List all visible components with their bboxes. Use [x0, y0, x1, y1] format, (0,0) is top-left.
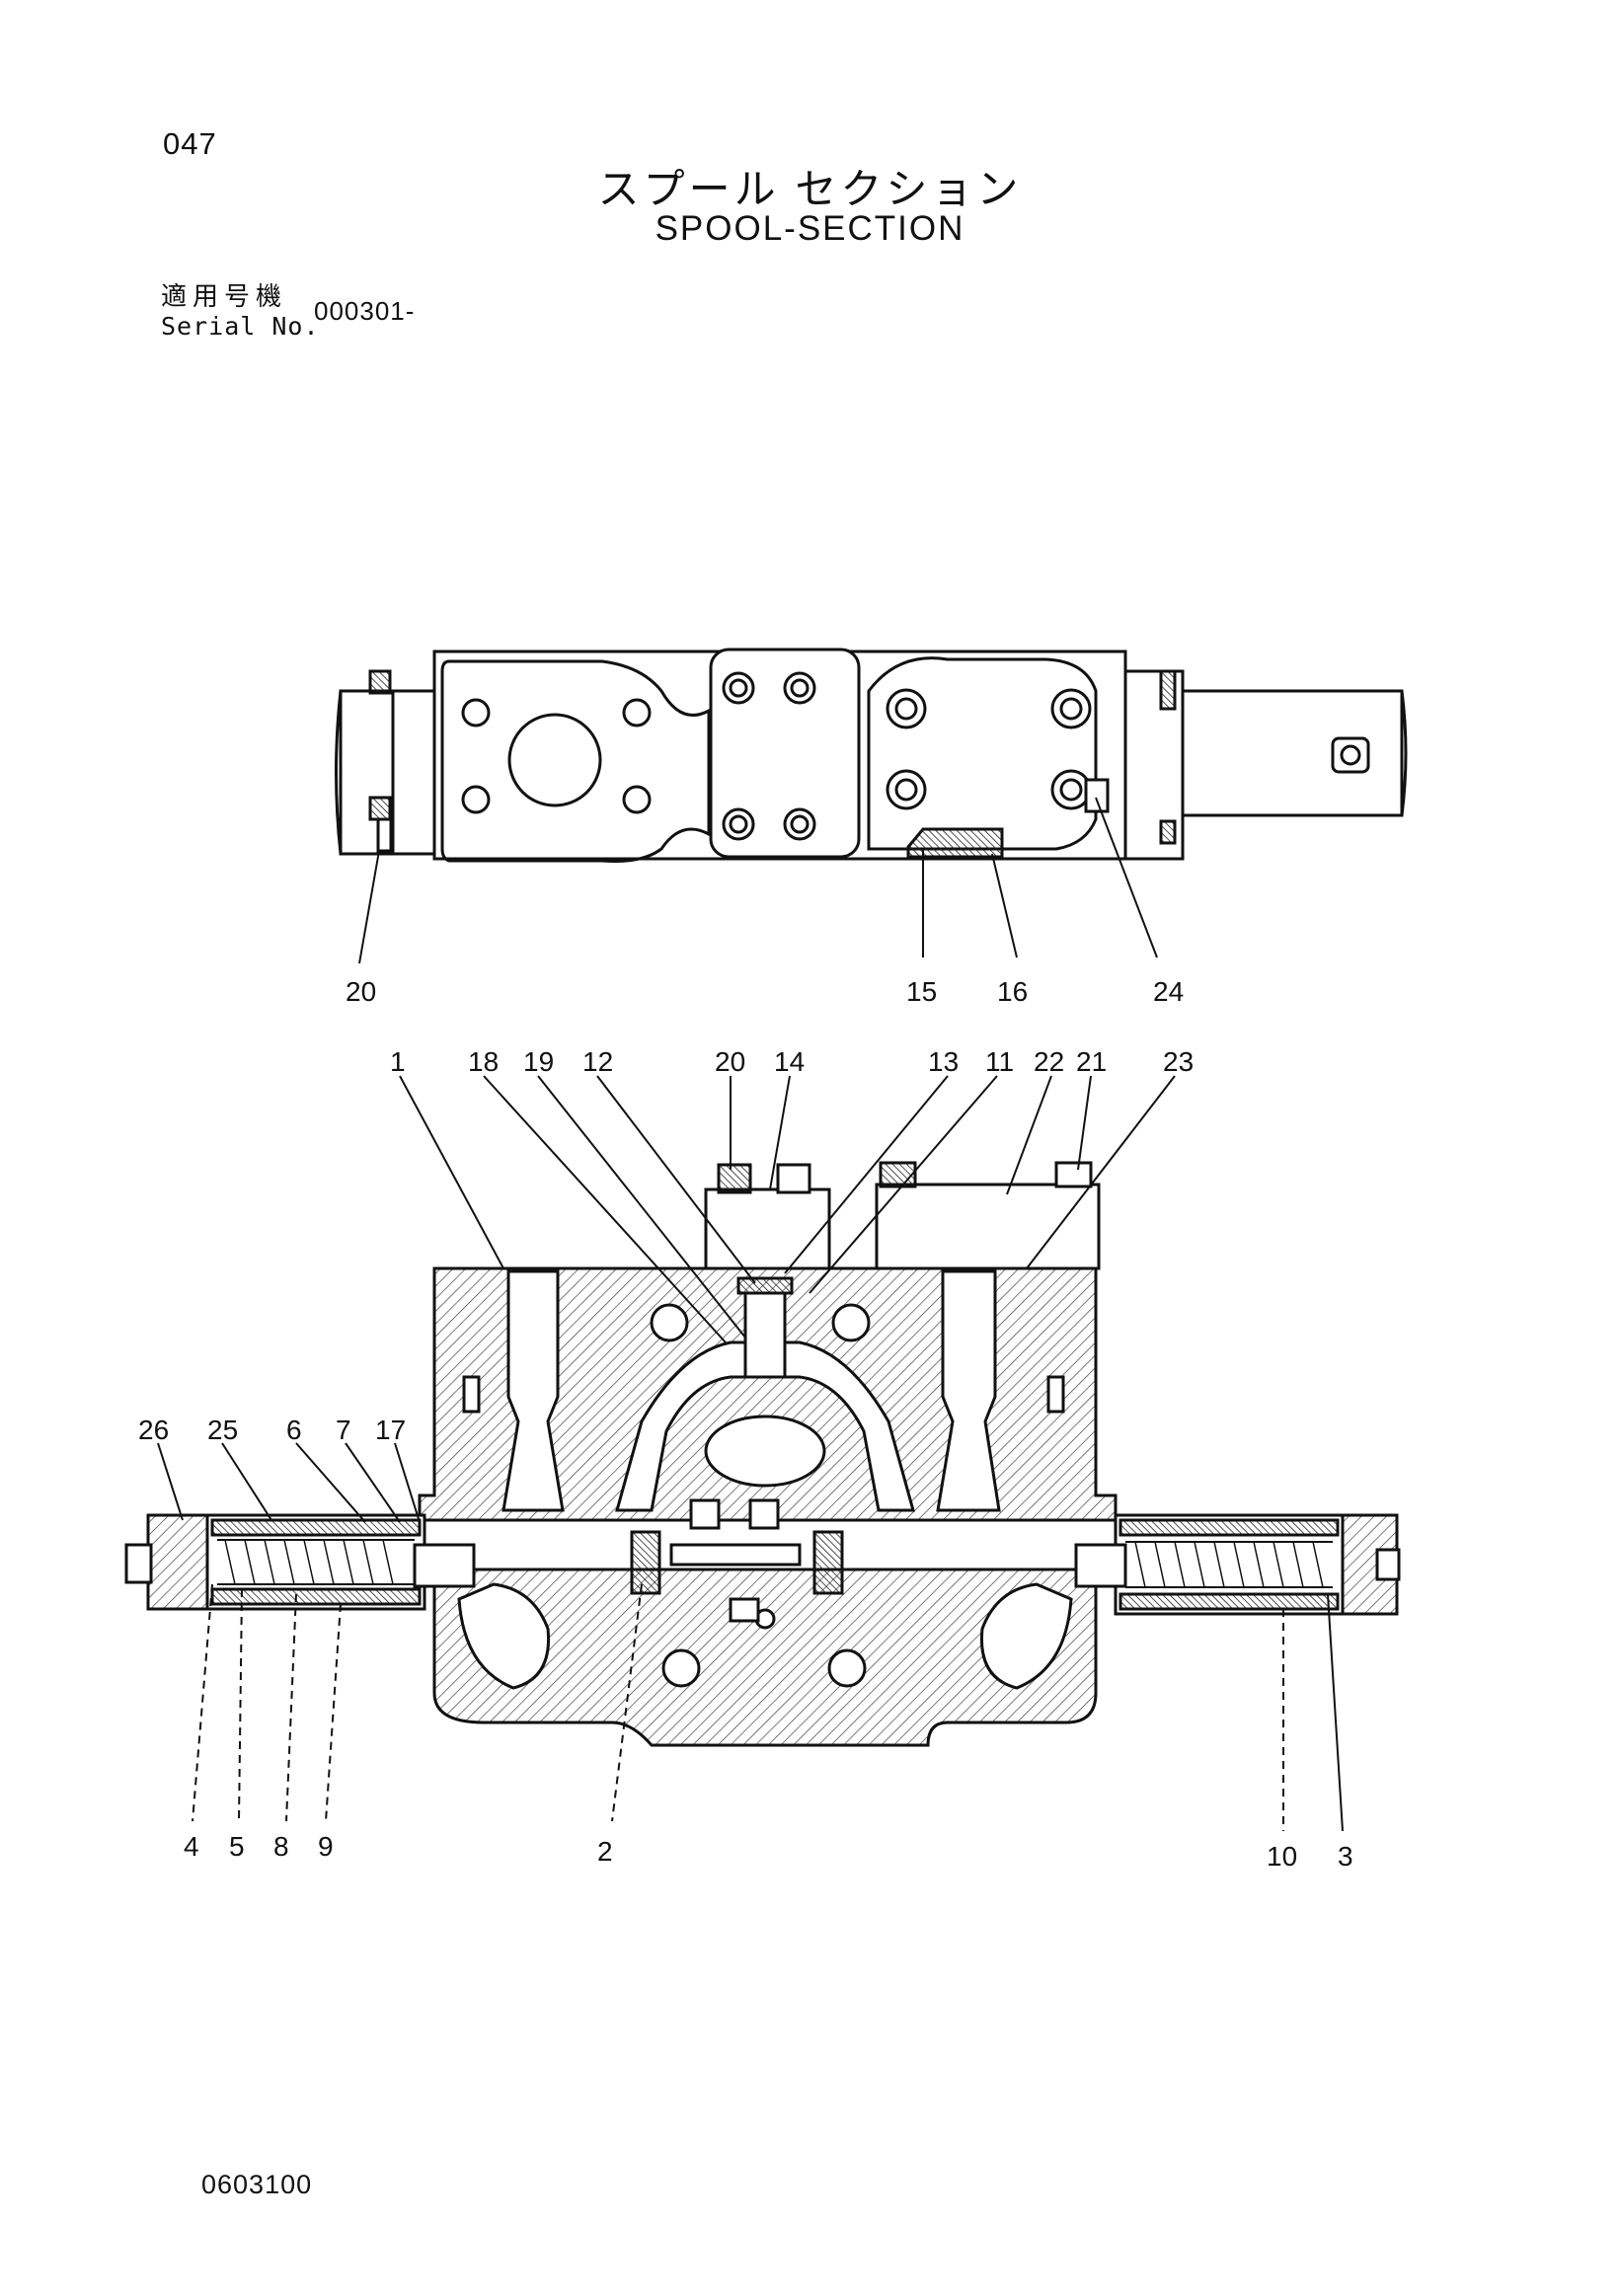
- callout-label: 2: [597, 1836, 613, 1867]
- callout-label: 19: [523, 1046, 554, 1077]
- document-code: 0603100: [201, 2170, 313, 2199]
- section-left-callouts: 26 25 6 7 17: [138, 1415, 406, 1445]
- serial-number-value: 000301-: [314, 296, 416, 326]
- callout-label: 16: [997, 976, 1028, 1007]
- callout-label: 10: [1267, 1841, 1297, 1872]
- section-bottom-callouts: 4 5 8 9 2 10 3: [184, 1831, 1353, 1872]
- callout-label: 1: [390, 1046, 406, 1077]
- callout-label: 12: [582, 1046, 613, 1077]
- callout-label: 14: [774, 1046, 805, 1077]
- callout-label: 15: [906, 976, 937, 1007]
- callout-label: 11: [985, 1046, 1014, 1077]
- callout-label: 22: [1034, 1046, 1064, 1077]
- top-view-callouts: 20 15 16 24: [346, 976, 1184, 1007]
- title-japanese: スプール セクション: [597, 166, 1023, 212]
- callout-label: 24: [1153, 976, 1184, 1007]
- callout-label: 8: [273, 1831, 289, 1862]
- callout-label: 21: [1076, 1046, 1107, 1077]
- callout-label: 5: [229, 1831, 245, 1862]
- callout-label: 18: [468, 1046, 499, 1077]
- section-top-callouts: 1 18 19 12 20 14 13 11 22 21 23: [390, 1046, 1194, 1077]
- callout-label: 6: [286, 1415, 302, 1445]
- page-number: 047: [163, 126, 217, 161]
- callout-label: 4: [184, 1831, 199, 1862]
- serial-label-english: Serial No.: [161, 312, 320, 341]
- section-leader-lines: [157, 1075, 1344, 1832]
- callout-label: 26: [138, 1415, 169, 1445]
- callout-label: 20: [346, 976, 376, 1007]
- top-view: [335, 648, 1408, 964]
- callout-label: 13: [928, 1046, 959, 1077]
- callout-label: 7: [336, 1415, 351, 1445]
- title-english: SPOOL-SECTION: [655, 209, 965, 248]
- serial-label-japanese: 適用号機: [161, 281, 288, 311]
- callout-label: 23: [1163, 1046, 1194, 1077]
- callout-label: 25: [207, 1415, 238, 1445]
- section-view: [124, 1161, 1401, 1747]
- callout-label: 3: [1338, 1841, 1353, 1872]
- callout-label: 20: [715, 1046, 745, 1077]
- callout-label: 9: [318, 1831, 334, 1862]
- callout-label: 17: [375, 1415, 406, 1445]
